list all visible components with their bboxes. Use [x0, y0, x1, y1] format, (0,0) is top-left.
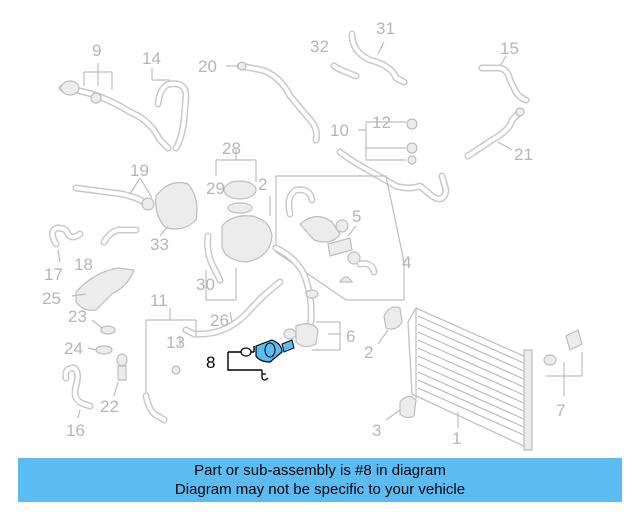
callout-27: 2: [258, 175, 267, 194]
part-22: [116, 353, 128, 381]
hose-17: [49, 224, 84, 248]
hose-16: [62, 364, 94, 410]
hose-assembly-9-14: [58, 80, 190, 152]
pipe-20: [236, 61, 320, 144]
callout-15: 15: [500, 39, 519, 58]
callout-2: 2: [364, 343, 373, 362]
pipe-19-33: [72, 181, 198, 230]
callout-1: 1: [452, 429, 461, 448]
callout-9: 9: [92, 41, 101, 60]
part-7: [543, 329, 583, 366]
callout-8[interactable]: 8: [206, 353, 215, 372]
callout-11: 11: [150, 291, 168, 310]
hose-32: [330, 62, 360, 80]
callout-29: 29: [206, 179, 225, 198]
parts-diagram: 9 14 20 31 32 15 10 12 21 19 28 29 2 33 …: [42, 19, 583, 451]
hose-18: [100, 226, 140, 246]
callout-25: 25: [42, 289, 61, 308]
callout-23: 23: [68, 307, 87, 326]
callout-24: 24: [64, 339, 83, 358]
callout-3: 3: [372, 421, 381, 440]
hose-26: [182, 244, 319, 348]
callout-13: 13: [166, 333, 185, 352]
hose-11: [142, 365, 181, 424]
callout-28: 28: [222, 139, 241, 158]
pipe-21: [464, 107, 525, 160]
callout-17: 17: [44, 265, 63, 284]
callout-4: 4: [402, 253, 411, 272]
bracket-3: [399, 395, 417, 419]
callout-26: 26: [210, 311, 229, 330]
callout-10: 10: [330, 121, 349, 140]
radiator-1: [407, 307, 533, 451]
hose-31: [348, 30, 408, 86]
callout-20: 20: [198, 57, 217, 76]
caption-line-1: Part or sub-assembly is #8 in diagram: [194, 462, 446, 479]
callout-30: 30: [196, 275, 215, 294]
bracket-25: [75, 267, 135, 311]
callout-21: 21: [514, 145, 533, 164]
callout-5: 5: [352, 207, 361, 226]
callout-22: 22: [100, 397, 119, 416]
callout-7: 7: [556, 401, 565, 420]
caption-line-2: Diagram may not be specific to your vehi…: [174, 481, 466, 498]
caption-banner: Part or sub-assembly is #8 in diagram Di…: [18, 458, 622, 502]
callout-18: 18: [74, 255, 93, 274]
hose-15: [478, 64, 530, 104]
callout-19: 19: [130, 161, 149, 180]
callout-33: 33: [150, 235, 169, 254]
highlighted-part-8[interactable]: [227, 339, 295, 381]
hose-10: [336, 118, 450, 203]
callout-31: 31: [376, 19, 395, 38]
callout-32: 32: [310, 37, 329, 56]
bracket-2: [383, 306, 403, 330]
callout-12: 12: [372, 113, 391, 132]
callout-14: 14: [142, 49, 161, 68]
reservoir-28: [204, 180, 273, 284]
box-4: [275, 175, 405, 301]
parts-23-24: [95, 325, 116, 355]
callout-6: 6: [346, 327, 355, 346]
callout-16: 16: [66, 421, 85, 440]
